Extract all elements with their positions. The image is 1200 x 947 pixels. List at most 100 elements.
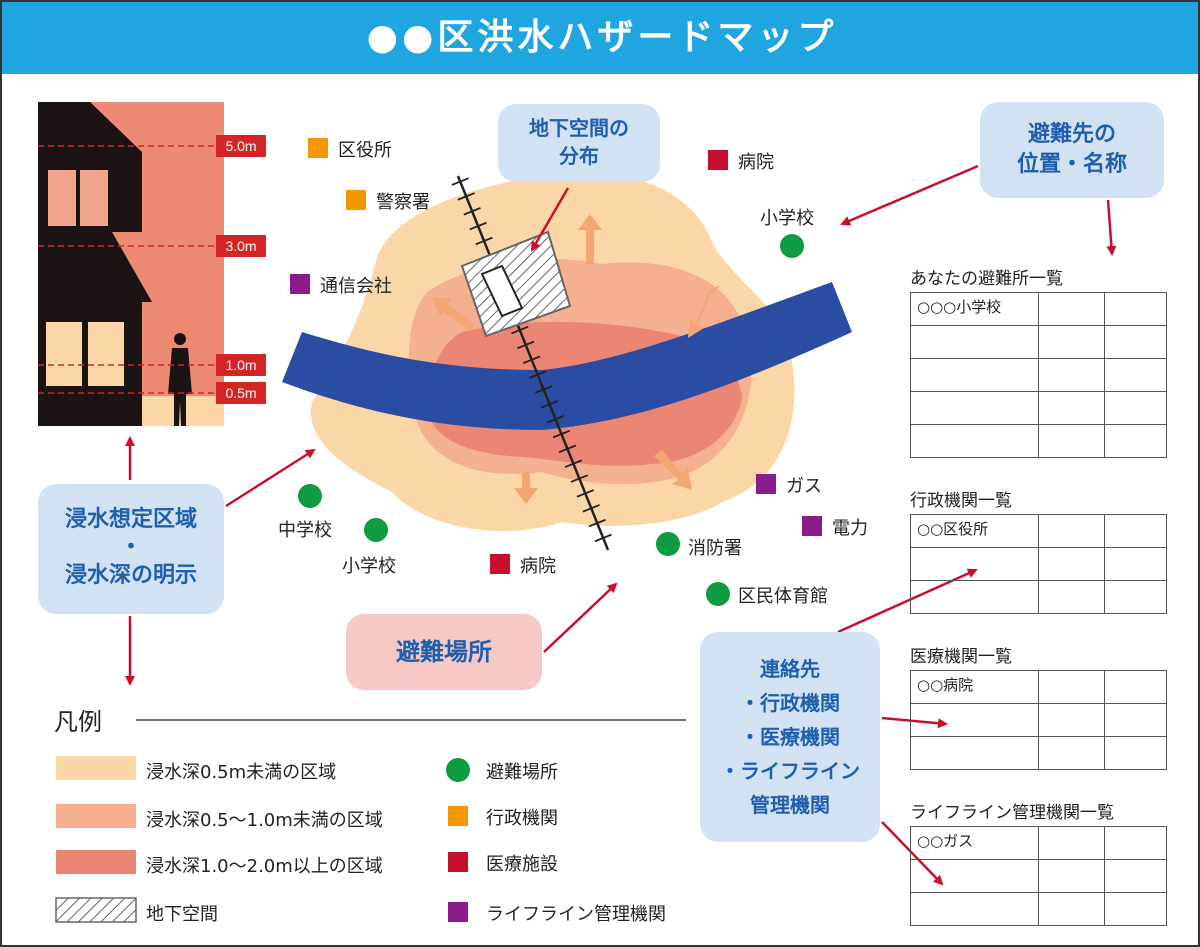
list-first-entry: ○○ガス — [910, 826, 1039, 860]
depth-marker-5m: 5.0m — [216, 135, 266, 157]
callout-flood-line3: 浸水深の明示 — [64, 563, 197, 588]
gym-label: 区民体育館 — [738, 586, 828, 607]
shelter-list-table: ○○○小学校 — [910, 292, 1167, 458]
table-cell — [1104, 580, 1167, 614]
callout-underground: 地下空間の 分布 — [498, 104, 660, 182]
police-marker — [346, 190, 366, 210]
table-cell — [1104, 325, 1167, 359]
medical-list-table: ○○病院 — [910, 670, 1167, 770]
legend-label-shelter: 避難場所 — [486, 762, 558, 783]
table-cell — [1104, 892, 1167, 926]
table-cell — [1104, 826, 1167, 860]
list-first-entry: ○○区役所 — [910, 514, 1039, 548]
legend-title: 凡例 — [54, 708, 102, 736]
depth-marker-1m: 1.0m — [216, 354, 266, 376]
person-silhouette — [168, 333, 192, 426]
police-label: 警察署 — [376, 192, 430, 213]
legend-label-admin: 行政機関 — [486, 808, 558, 829]
callout-evac-line2: 位置・名称 — [1016, 152, 1127, 177]
table-cell — [1038, 424, 1105, 458]
table-row — [910, 391, 1167, 425]
page-title: ●●区洪水ハザードマップ — [366, 17, 838, 58]
rail-tie — [523, 355, 541, 364]
legend-label-lifeline: ライフライン管理機関 — [486, 904, 666, 925]
callout-evac-location: 避難先の 位置・名称 — [980, 102, 1164, 198]
table-row — [910, 325, 1167, 359]
table-cell — [1038, 826, 1105, 860]
hospital-bottom-marker — [490, 554, 510, 574]
flood-flow-arrows — [432, 214, 722, 504]
table-row — [910, 580, 1167, 614]
callout-underground-line2: 分布 — [559, 144, 599, 168]
legend-label-under-0-5m: 浸水深0.5m未満の区域 — [146, 762, 337, 783]
table-cell — [1038, 325, 1105, 359]
legend-label-0-5-to-1-0m: 浸水深0.5〜1.0m未満の区域 — [146, 810, 383, 831]
table-row — [910, 892, 1167, 926]
lifeline-list-table: ○○ガス — [910, 826, 1167, 926]
callout-contacts: 連絡先 ・行政機関 ・医療機関 ・ライフライン 管理機関 — [700, 632, 880, 842]
table-cell — [910, 703, 1039, 737]
table-row — [910, 547, 1167, 581]
table-cell — [1038, 670, 1105, 704]
table-cell — [910, 580, 1039, 614]
table-cell — [1104, 859, 1167, 893]
shelter-list-title: あなたの避難所一覧 — [910, 269, 1063, 289]
house-cross-section — [38, 102, 224, 426]
table-cell — [1104, 547, 1167, 581]
table-cell — [910, 859, 1039, 893]
table-cell — [1104, 391, 1167, 425]
legend-label-medical: 医療施設 — [486, 854, 558, 875]
fire-station-label: 消防署 — [688, 538, 742, 559]
legend-swatch-1-0-to-2-0m — [56, 850, 136, 874]
rail-tie — [558, 444, 577, 454]
telecom-label: 通信会社 — [320, 276, 392, 297]
rail-tie — [475, 236, 493, 246]
callout-shelter: 避難場所 — [346, 614, 542, 690]
rail-tie — [540, 400, 559, 409]
callout-contacts-line3: ・医療機関 — [740, 725, 840, 749]
table-cell — [1038, 736, 1105, 770]
rail-tie — [552, 429, 571, 439]
rail-tie — [576, 489, 594, 498]
table-cell — [1038, 358, 1105, 392]
house-window — [80, 170, 108, 226]
legend-admin-marker — [448, 806, 468, 826]
telecom-marker — [290, 274, 310, 294]
title-bar — [2, 2, 1198, 74]
admin-list-title: 行政機関一覧 — [910, 491, 1012, 511]
table-cell — [1038, 391, 1105, 425]
table-cell — [1104, 670, 1167, 704]
callout-contacts-line4: ・ライフライン — [720, 759, 860, 783]
legend-lifeline-marker — [448, 902, 468, 922]
depth-marker-3m: 3.0m — [216, 235, 266, 257]
electric-marker — [802, 516, 822, 536]
legend-medical-marker — [448, 852, 468, 872]
table-cell — [1038, 580, 1105, 614]
table-cell — [910, 325, 1039, 359]
rail-tie — [588, 518, 606, 528]
table-row — [910, 859, 1167, 893]
table-cell — [1104, 358, 1167, 392]
callout-flood-line2: ・ — [119, 535, 142, 560]
table-cell — [1038, 859, 1105, 893]
house-window — [88, 322, 124, 386]
rail-tie — [570, 474, 589, 483]
elementary-bottom-marker — [364, 518, 388, 542]
table-cell — [910, 547, 1039, 581]
rail-tie — [528, 370, 547, 379]
table-cell — [1104, 514, 1167, 548]
table-cell — [1104, 736, 1167, 770]
table-cell — [1104, 424, 1167, 458]
legend-swatch-under-0-5m — [56, 756, 136, 780]
rail-tie — [517, 340, 535, 350]
house-window — [46, 322, 82, 386]
lifeline-list-title: ライフライン管理機関一覧 — [910, 803, 1114, 823]
gym-marker — [706, 582, 730, 606]
table-cell — [910, 736, 1039, 770]
rail-tie — [469, 221, 487, 231]
rail-tie — [457, 192, 475, 201]
elementary-top-label: 小学校 — [760, 208, 814, 229]
fire-station-marker — [656, 532, 680, 556]
table-row — [910, 736, 1167, 770]
ward-office-marker — [308, 138, 328, 158]
